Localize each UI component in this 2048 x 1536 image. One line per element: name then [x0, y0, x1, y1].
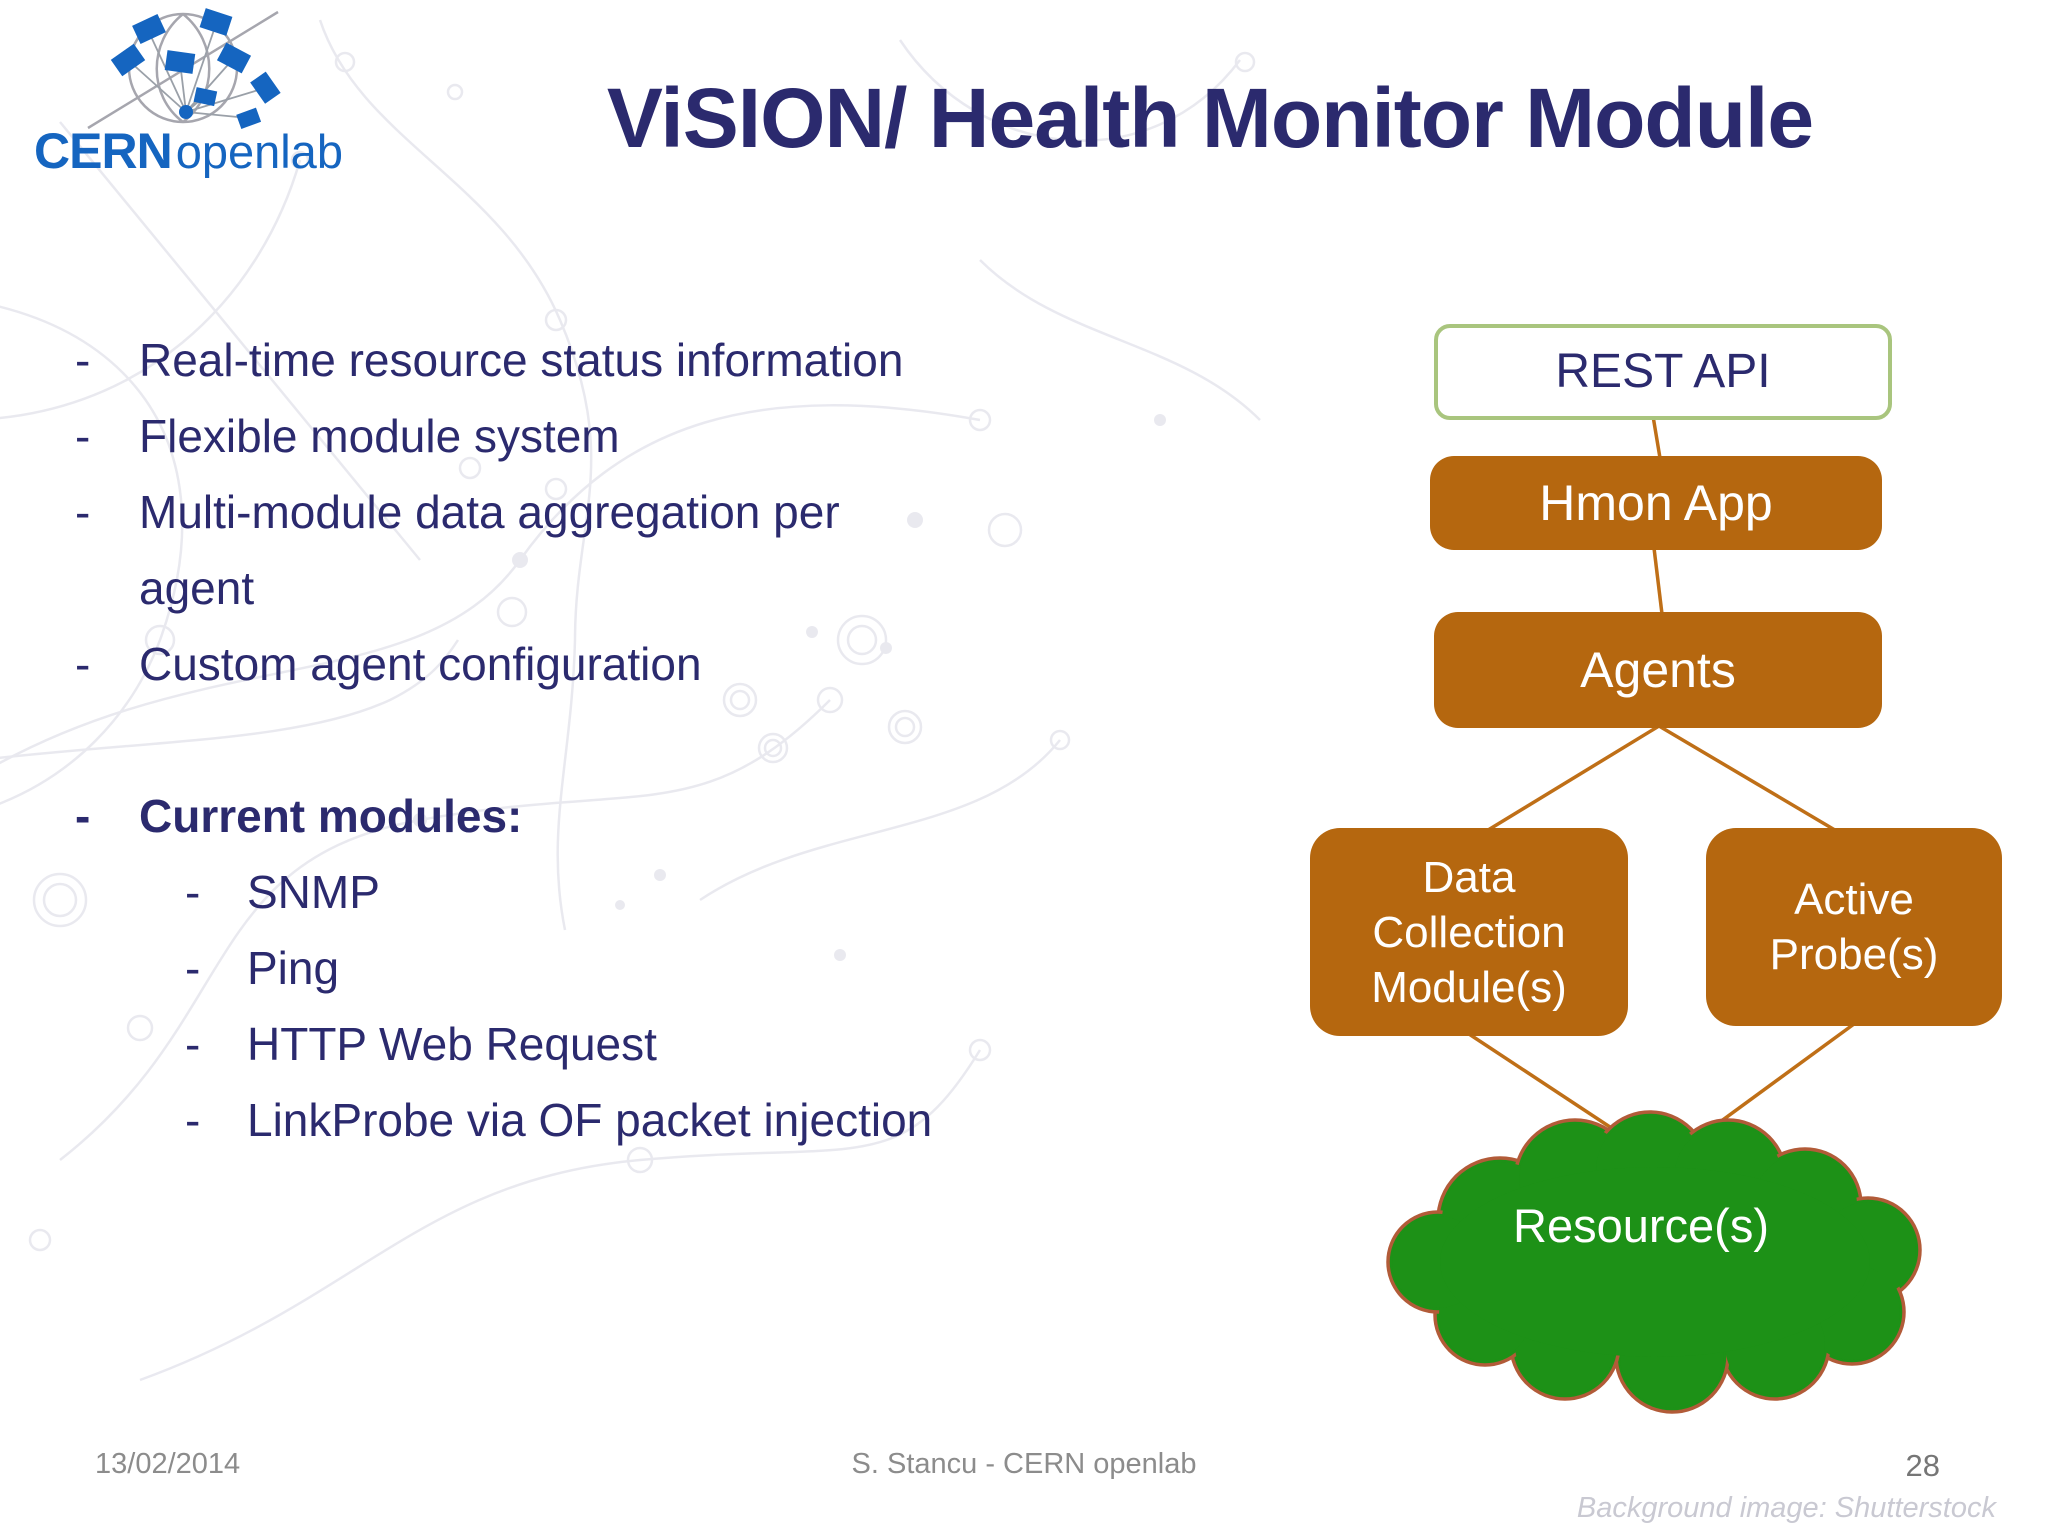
- node-label: Agents: [1580, 642, 1736, 698]
- sub-bullet-item: - Ping: [185, 930, 1375, 1006]
- bullet-marker: -: [185, 1094, 201, 1146]
- footer-page-number: 28: [1905, 1448, 1940, 1483]
- bullet-item: - Flexible module system: [75, 398, 1375, 474]
- bullet-marker: -: [75, 334, 91, 386]
- logo-suffix-openlab: openlab: [175, 125, 343, 178]
- bullet-marker: -: [185, 1018, 201, 1070]
- bullet-item: - Real-time resource status information: [75, 322, 1375, 398]
- slide-title: ViSION/ Health Monitor Module: [606, 71, 1814, 165]
- edge-hmonapp-agents: [1652, 547, 1664, 615]
- sub-bullet-text: LinkProbe via OF packet injection: [247, 1094, 933, 1146]
- bullet-text: Custom agent configuration: [139, 638, 702, 690]
- bullet-marker: -: [185, 942, 201, 994]
- bullet-item: - Current modules:: [75, 778, 1375, 854]
- bullet-text: Multi-module data aggregation per agent: [139, 474, 840, 626]
- cern-globe-icon: [87, 8, 281, 130]
- sub-bullet-text: SNMP: [247, 866, 380, 918]
- background-image-attribution: Background image: Shutterstock: [1576, 1492, 1996, 1524]
- bullet-text-line: agent: [139, 562, 255, 614]
- node-agents: Agents: [1434, 612, 1882, 728]
- bullet-item: - Multi-module data aggregation per agen…: [75, 474, 1375, 626]
- sub-bullet-text: Ping: [247, 942, 340, 994]
- bullet-text: Flexible module system: [139, 410, 620, 462]
- node-resources-label: Resource(s): [1513, 1199, 1769, 1252]
- bullet-marker: -: [75, 410, 91, 462]
- logo-wordmark: CERNopenlab: [34, 122, 343, 180]
- node-label: Hmon App: [1539, 475, 1773, 531]
- sub-bullet-item: - LinkProbe via OF packet injection: [185, 1082, 1375, 1158]
- bullet-marker: -: [75, 790, 91, 842]
- node-data-collection-modules: Data Collection Module(s): [1310, 828, 1628, 1036]
- resources-cloud-shape: [1386, 1110, 1922, 1414]
- bullet-text-line: Multi-module data aggregation per: [139, 486, 840, 538]
- node-rest-api: REST API: [1434, 324, 1892, 420]
- bullet-list: - Real-time resource status information …: [75, 322, 1375, 1158]
- bullet-text: Real-time resource status information: [139, 334, 904, 386]
- sub-bullet-item: - SNMP: [185, 854, 1375, 930]
- sub-bullet-item: - HTTP Web Request: [185, 1006, 1375, 1082]
- cern-openlab-logo: CERNopenlab: [28, 2, 348, 182]
- node-label: Data Collection Module(s): [1371, 852, 1567, 1012]
- logo-brand-cern: CERN: [34, 123, 173, 179]
- edge-agents-datacollection: [1474, 724, 1660, 840]
- node-hmon-app: Hmon App: [1430, 456, 1882, 550]
- footer-date: 13/02/2014: [95, 1448, 241, 1480]
- bullet-marker: -: [75, 486, 91, 538]
- node-label: REST API: [1555, 345, 1771, 399]
- node-label: Active Probe(s): [1769, 875, 1939, 979]
- bullet-item: - Custom agent configuration: [75, 626, 1375, 702]
- footer-author: S. Stancu - CERN openlab: [851, 1448, 1197, 1480]
- bullet-text: Current modules:: [139, 790, 523, 842]
- node-active-probes: Active Probe(s): [1706, 828, 2002, 1026]
- edge-agents-activeprobes: [1658, 724, 1846, 838]
- sub-bullet-text: HTTP Web Request: [247, 1018, 657, 1070]
- bullet-marker: -: [185, 866, 201, 918]
- bullet-marker: -: [75, 638, 91, 690]
